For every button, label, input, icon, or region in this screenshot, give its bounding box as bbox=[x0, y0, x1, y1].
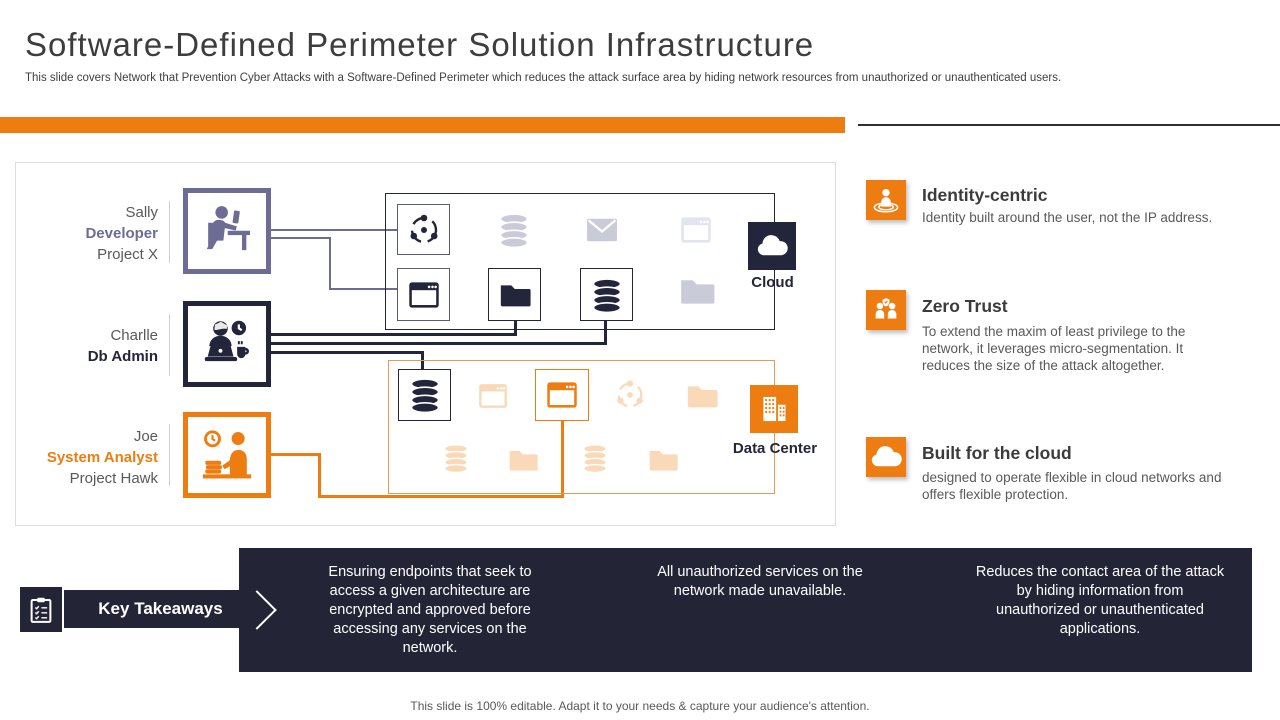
connector-sally-nodes bbox=[271, 229, 397, 231]
feature-body: Identity built around the user, not the … bbox=[922, 210, 1213, 225]
folder-icon bbox=[645, 444, 681, 476]
takeaway-item: All unauthorized services on the network… bbox=[657, 564, 863, 599]
connector-charlle-folder-h bbox=[271, 333, 517, 336]
person-role: System Analyst bbox=[46, 449, 158, 466]
network-nodes-icon bbox=[406, 212, 442, 248]
cloud-icon bbox=[755, 229, 789, 263]
cloud-db-box bbox=[580, 268, 633, 321]
mail-icon bbox=[583, 212, 621, 248]
built-for-cloud-badge bbox=[866, 437, 906, 477]
label-divider bbox=[169, 424, 170, 486]
connector-sally-browser-1 bbox=[271, 237, 331, 239]
folder-icon bbox=[498, 278, 532, 312]
person-role: Developer bbox=[85, 225, 158, 242]
connector-joe-4 bbox=[561, 419, 564, 498]
person-laptop-icon bbox=[198, 315, 256, 373]
label-divider bbox=[169, 201, 170, 263]
db-admin-avatar-box bbox=[183, 301, 271, 387]
person-project: Project Hawk bbox=[69, 470, 158, 487]
folder-icon bbox=[677, 272, 717, 310]
connector-charlle-db-h bbox=[271, 342, 607, 345]
takeaways-ribbon: Key Takeaways bbox=[64, 590, 257, 628]
label-divider bbox=[169, 314, 170, 376]
clipboard-icon bbox=[26, 594, 56, 626]
database-icon bbox=[441, 443, 471, 473]
accent-bar bbox=[0, 117, 845, 133]
zero-trust-icon bbox=[869, 293, 903, 327]
takeaways-label: Key Takeaways bbox=[98, 599, 223, 618]
zero-trust-badge bbox=[866, 290, 906, 330]
divider-line bbox=[858, 124, 1280, 126]
folder-icon bbox=[505, 444, 541, 476]
connector-joe-3 bbox=[318, 495, 564, 498]
connector-charlle-folder-v bbox=[514, 318, 517, 336]
person-name: Joe bbox=[133, 428, 158, 445]
cloud-zone-label: Cloud bbox=[751, 274, 794, 291]
building-icon bbox=[757, 392, 791, 426]
person-label-sally: Sally Developer Project X bbox=[40, 202, 158, 265]
connector-joe-1 bbox=[271, 453, 321, 456]
person-at-desk-icon bbox=[198, 202, 256, 260]
feature-body: designed to operate flexible in cloud ne… bbox=[922, 470, 1222, 502]
dc-db-box bbox=[398, 369, 451, 421]
network-nodes-icon bbox=[613, 378, 647, 412]
cloud-browser-box bbox=[397, 268, 450, 321]
cloud-folder-box bbox=[488, 268, 541, 321]
developer-avatar-box bbox=[183, 188, 271, 274]
cloud-icon bbox=[869, 440, 903, 474]
slide-footer: This slide is 100% editable. Adapt it to… bbox=[410, 699, 870, 713]
database-icon bbox=[589, 277, 625, 313]
datacenter-zone-label: Data Center bbox=[732, 440, 818, 457]
person-reading-icon bbox=[198, 426, 256, 484]
database-icon bbox=[407, 377, 443, 413]
folder-icon bbox=[684, 379, 720, 413]
feature-title: Identity-centric bbox=[922, 185, 1048, 205]
person-role: Db Admin bbox=[87, 348, 158, 365]
takeaway-item: Reduces the contact area of the attack b… bbox=[975, 564, 1225, 637]
person-label-charlle: Charlle Db Admin bbox=[40, 325, 158, 367]
takeaway-item: Ensuring endpoints that seek to access a… bbox=[328, 564, 532, 656]
identity-icon bbox=[869, 183, 903, 217]
person-name: Sally bbox=[125, 204, 158, 221]
feature-body: To extend the maxim of least privilege t… bbox=[922, 324, 1186, 373]
system-analyst-avatar-box bbox=[183, 412, 271, 498]
feature-title: Built for the cloud bbox=[922, 443, 1072, 463]
takeaways-band bbox=[239, 548, 1252, 672]
connector-sally-browser-3 bbox=[329, 288, 397, 290]
cloud-nodes-box bbox=[397, 204, 450, 255]
datacenter-badge bbox=[750, 385, 798, 433]
connector-sally-browser-2 bbox=[329, 237, 331, 290]
person-label-joe: Joe System Analyst Project Hawk bbox=[40, 426, 158, 489]
person-name: Charlle bbox=[110, 327, 158, 344]
connector-joe-2 bbox=[318, 453, 321, 498]
browser-window-icon bbox=[545, 378, 579, 412]
page-title: Software-Defined Perimeter Solution Infr… bbox=[25, 26, 815, 63]
identity-centric-badge bbox=[866, 180, 906, 220]
connector-charlle-db-v bbox=[604, 319, 607, 345]
cloud-badge bbox=[748, 222, 796, 270]
browser-window-icon bbox=[679, 213, 713, 247]
slide-subtitle: This slide covers Network that Preventio… bbox=[25, 72, 1062, 84]
dc-browser-box bbox=[535, 369, 589, 421]
browser-window-icon bbox=[477, 380, 509, 412]
takeaways-icon-box bbox=[20, 587, 62, 632]
browser-window-icon bbox=[407, 278, 441, 312]
connector-charlle-dc-h bbox=[271, 351, 424, 354]
feature-title: Zero Trust bbox=[922, 296, 1008, 316]
person-project: Project X bbox=[97, 246, 158, 263]
database-icon bbox=[580, 443, 610, 473]
database-icon bbox=[496, 212, 532, 248]
